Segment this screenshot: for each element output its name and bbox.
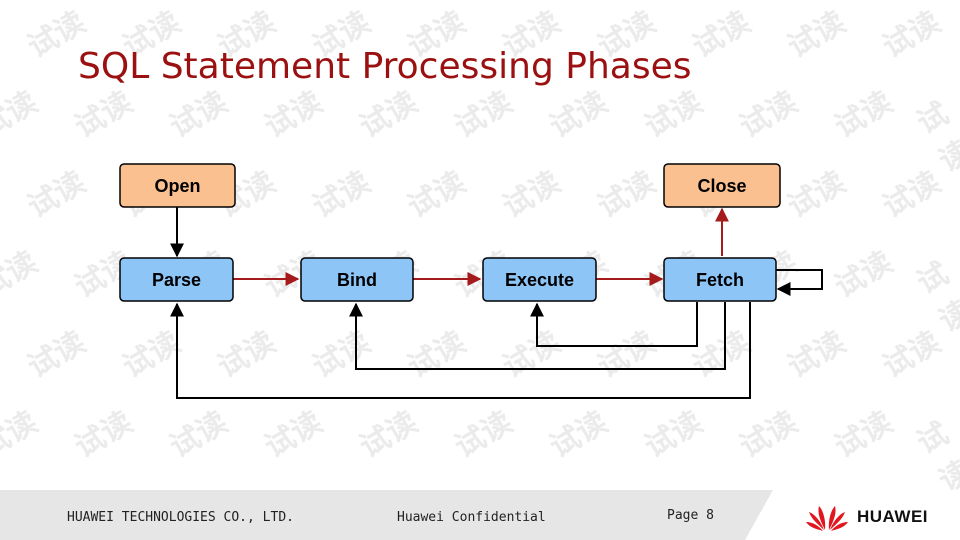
node-bind-label: Bind — [337, 270, 377, 290]
node-close: Close — [663, 163, 781, 208]
loop-fetch-to-execute — [530, 302, 698, 347]
node-close-label: Close — [697, 176, 746, 196]
sql-phases-diagram: Open Parse Bind Execute Fetch Close — [119, 163, 823, 399]
footer-logo-panel — [745, 490, 960, 540]
node-bind: Bind — [300, 257, 414, 302]
huawei-brand: HUAWEI — [805, 502, 928, 532]
node-open: Open — [119, 163, 236, 208]
node-open-label: Open — [154, 176, 200, 196]
huawei-logo-icon — [806, 506, 848, 531]
node-parse: Parse — [119, 257, 234, 302]
footer-confidential: Huawei Confidential — [397, 510, 546, 525]
footer-page-number: Page 8 — [667, 508, 714, 523]
brand-name: HUAWEI — [857, 507, 928, 526]
node-execute-label: Execute — [505, 270, 574, 290]
node-execute: Execute — [482, 257, 597, 302]
loop-fetch-to-parse — [170, 302, 751, 399]
footer-bar: HUAWEI TECHNOLOGIES CO., LTD. Huawei Con… — [0, 490, 960, 540]
node-fetch: Fetch — [663, 257, 777, 302]
slide-title: SQL Statement Processing Phases — [78, 46, 692, 87]
loop-fetch-to-bind — [349, 302, 726, 370]
node-fetch-label: Fetch — [696, 270, 744, 290]
node-parse-label: Parse — [152, 270, 201, 290]
footer-company: HUAWEI TECHNOLOGIES CO., LTD. — [67, 510, 294, 525]
loop-fetch-self — [776, 269, 823, 296]
